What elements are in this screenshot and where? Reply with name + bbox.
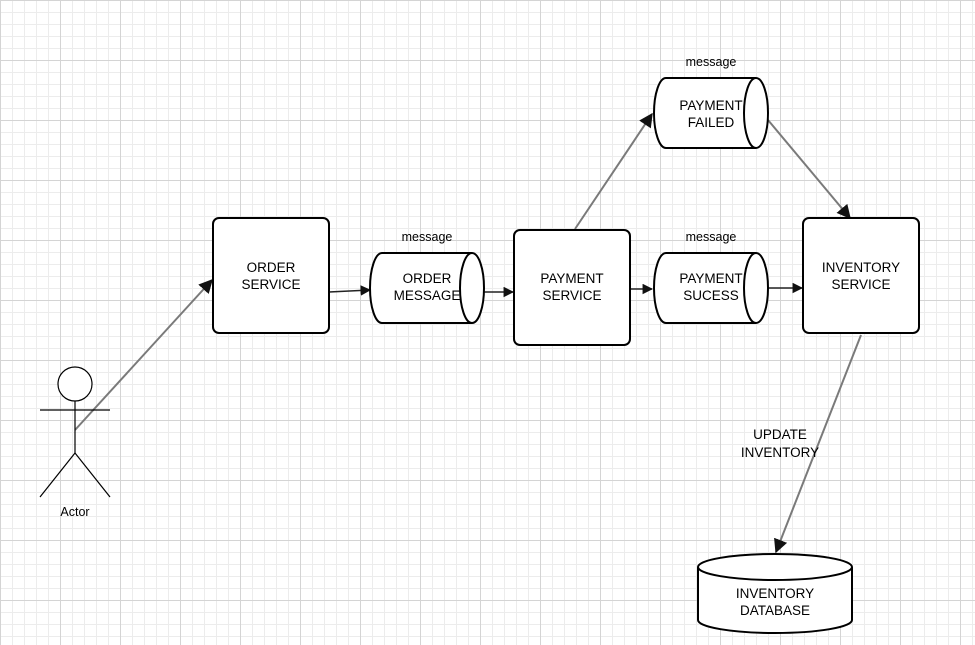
inventory-database-node[interactable]: INVENTORY DATABASE	[697, 553, 853, 634]
actor-head	[57, 366, 93, 402]
order-service-box	[212, 217, 330, 334]
payment-service-label-line1: PAYMENT	[540, 271, 603, 286]
payment-success-queue[interactable]: message PAYMENT SUCESS	[653, 230, 769, 324]
inventory-database-body	[697, 567, 853, 634]
payment-success-label-line1: PAYMENT	[679, 271, 742, 286]
actor-right-leg	[74, 452, 111, 498]
edge-order-service-to-order-message	[328, 285, 372, 296]
order-message-queue[interactable]: message ORDER MESSAGE	[369, 230, 485, 324]
payment-failed-label-line1: PAYMENT	[679, 98, 742, 113]
order-message-label-line2: MESSAGE	[394, 288, 461, 303]
update-inventory-label-line2: INVENTORY	[741, 445, 819, 460]
inventory-service-box	[802, 217, 920, 334]
payment-failed-tag: message	[686, 55, 737, 69]
inventory-service-node[interactable]: INVENTORY SERVICE	[802, 217, 920, 334]
inventory-database-label-line2: DATABASE	[740, 603, 810, 618]
payment-service-node[interactable]: PAYMENT SERVICE	[513, 229, 631, 346]
actor-label: Actor	[60, 505, 89, 519]
order-service-node[interactable]: ORDER SERVICE	[212, 217, 330, 334]
payment-success-label-line2: SUCESS	[683, 288, 739, 303]
payment-failed-cylinder	[653, 77, 769, 149]
payment-success-tag: message	[686, 230, 737, 244]
actor-left-leg	[39, 452, 76, 498]
inventory-service-label-line2: SERVICE	[831, 277, 890, 292]
order-message-tag: message	[402, 230, 453, 244]
update-inventory-label-line1: UPDATE	[753, 427, 807, 442]
order-service-label-line1: ORDER	[247, 260, 296, 275]
inventory-database-label-line1: INVENTORY	[736, 586, 814, 601]
payment-failed-queue[interactable]: message PAYMENT FAILED	[653, 55, 769, 149]
update-inventory-edge-label: UPDATE INVENTORY	[741, 427, 819, 460]
payment-service-box	[513, 229, 631, 346]
payment-failed-label-line2: FAILED	[688, 115, 735, 130]
order-message-label-line1: ORDER	[403, 271, 452, 286]
inventory-database-top	[697, 553, 853, 581]
order-service-label-line2: SERVICE	[241, 277, 300, 292]
edges	[74, 112, 862, 554]
edge-inventory-service-to-database	[774, 334, 862, 554]
edge-payment-failed-to-inventory-service	[767, 119, 851, 220]
payment-service-label-line2: SERVICE	[542, 288, 601, 303]
inventory-service-label-line1: INVENTORY	[822, 260, 900, 275]
actor[interactable]: Actor	[39, 366, 111, 519]
edge-actor-to-order-service	[74, 278, 213, 431]
edge-payment-service-to-payment-failed	[574, 112, 653, 230]
